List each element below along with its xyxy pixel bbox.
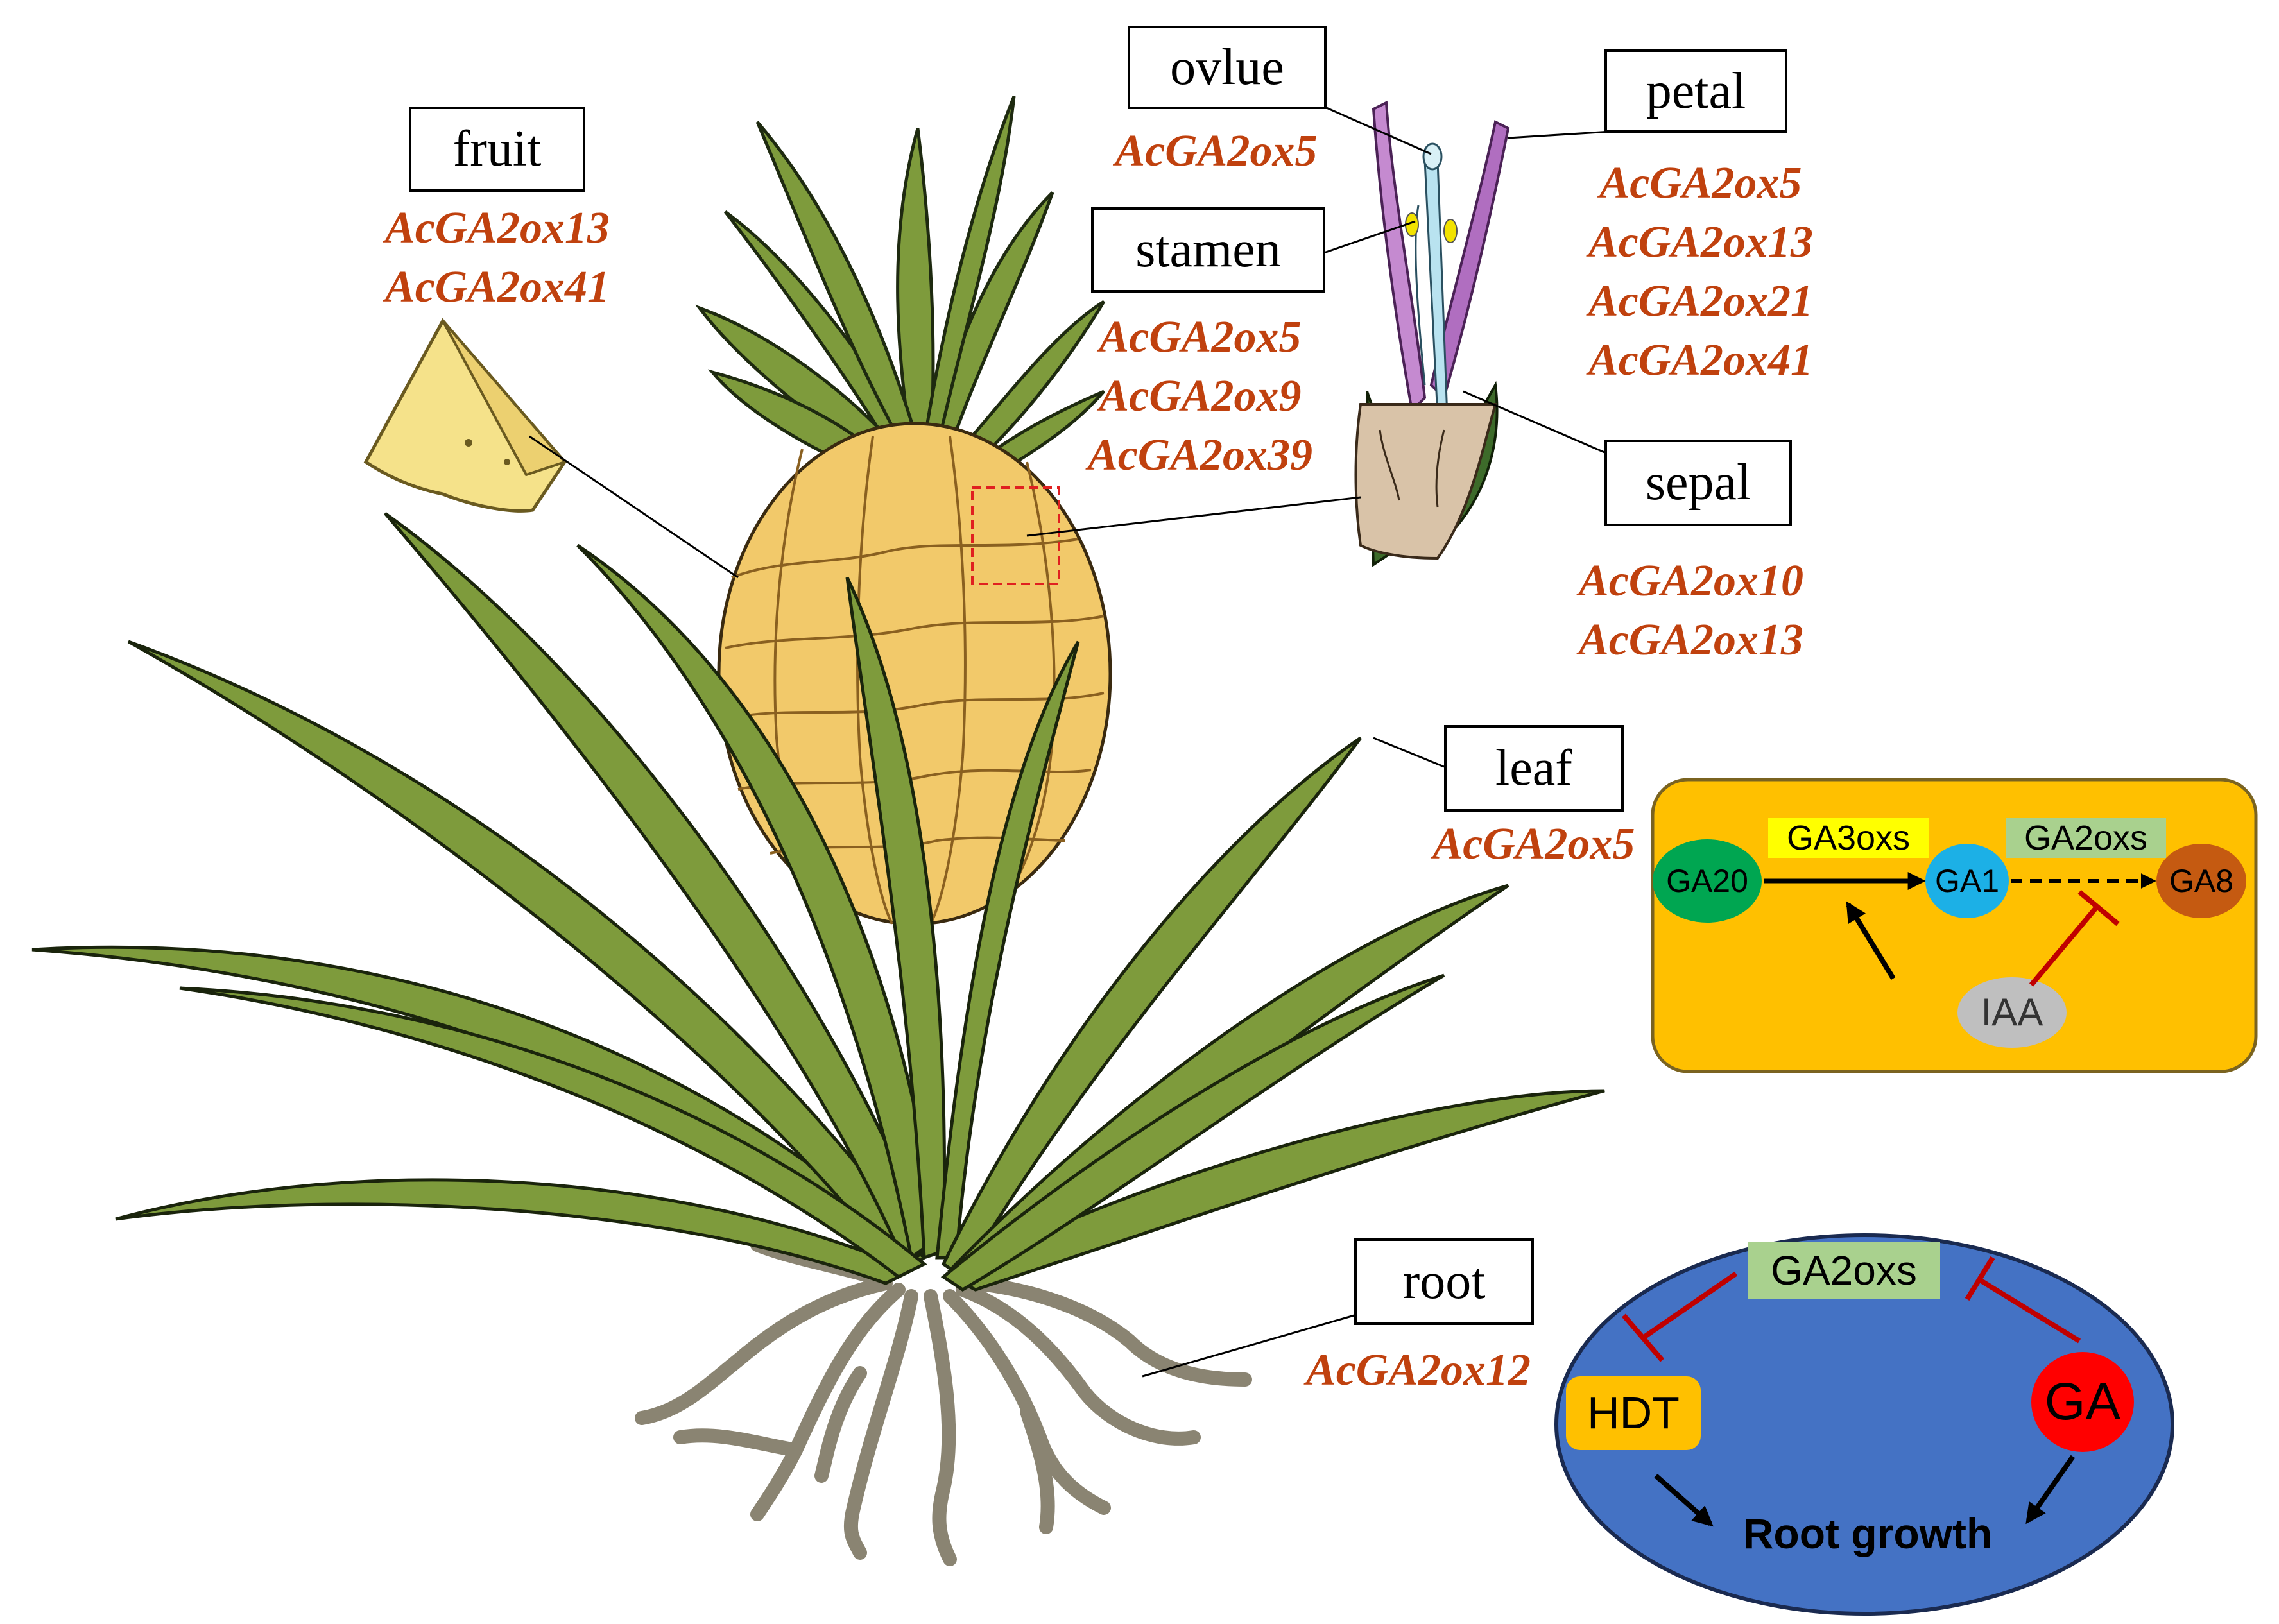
roots bbox=[635, 1238, 1252, 1566]
zoom-box bbox=[971, 486, 1060, 585]
ga-inhibit-ga2oxs-line bbox=[1978, 1278, 2081, 1344]
fruit-genes: AcGA2ox13 AcGA2ox41 bbox=[366, 199, 629, 317]
gene-name: AcGA2ox12 bbox=[1306, 1346, 1531, 1395]
ga2oxs-inhibit-hdt-line bbox=[1641, 1271, 1738, 1340]
iaa-inhibit-bar bbox=[2077, 889, 2120, 927]
ga8-node bbox=[2156, 844, 2246, 918]
ovlue-genes: AcGA2ox5 bbox=[1091, 122, 1341, 181]
hdt-text: HDT bbox=[1587, 1388, 1680, 1438]
fruit-slice bbox=[363, 318, 567, 513]
ga-node bbox=[2031, 1352, 2134, 1452]
iaa-to-ga1-arrow bbox=[1846, 901, 1896, 980]
leader-lines bbox=[529, 105, 1612, 1378]
leaf-label: leaf bbox=[1444, 725, 1624, 812]
ga20-node bbox=[1653, 839, 1762, 923]
sepal-label: sepal bbox=[1604, 440, 1792, 526]
iaa-inhibit-line bbox=[2029, 903, 2101, 987]
gene-name: AcGA2ox5 bbox=[1099, 312, 1302, 362]
gene-name: AcGA2ox39 bbox=[1088, 431, 1312, 480]
leaf-pathway-panel bbox=[1651, 778, 2258, 1073]
ga-inhibit-ga2oxs-bar bbox=[1965, 1256, 1995, 1301]
petal-label: petal bbox=[1604, 49, 1787, 133]
gene-name: AcGA2ox5 bbox=[1599, 158, 1802, 208]
ga20-text: GA20 bbox=[1666, 863, 1748, 899]
ga3oxs-badge bbox=[1768, 818, 1929, 858]
fruit-label: fruit bbox=[409, 107, 585, 192]
gene-name: AcGA2ox13 bbox=[1579, 615, 1803, 665]
ga-to-root-growth-arrow bbox=[2025, 1455, 2076, 1525]
gene-name: AcGA2ox21 bbox=[1588, 277, 1813, 326]
ovlue-label: ovlue bbox=[1128, 26, 1327, 109]
leaves bbox=[31, 511, 1605, 1292]
root-label: root bbox=[1354, 1238, 1534, 1325]
ga-text: GA bbox=[2044, 1372, 2121, 1431]
gene-name: AcGA2ox41 bbox=[385, 262, 610, 312]
ga8-text: GA8 bbox=[2169, 863, 2234, 899]
hdt-badge bbox=[1566, 1376, 1701, 1450]
gene-name: AcGA2ox5 bbox=[1115, 126, 1318, 176]
ga2oxs-badge-leaf bbox=[2006, 818, 2166, 858]
ga3oxs-text: GA3oxs bbox=[1786, 819, 1911, 857]
petal-genes: AcGA2ox5 AcGA2ox13 AcGA2ox21 AcGA2ox41 bbox=[1566, 154, 1836, 390]
sepal-genes: AcGA2ox10 AcGA2ox13 bbox=[1553, 552, 1829, 670]
iaa-text: IAA bbox=[1981, 991, 2043, 1034]
root-genes: AcGA2ox12 bbox=[1284, 1341, 1553, 1400]
leaf-genes: AcGA2ox5 bbox=[1412, 815, 1656, 874]
ga2oxs-root-text: GA2oxs bbox=[1771, 1247, 1917, 1294]
ga1-node bbox=[1925, 844, 2009, 918]
pineapple-crown bbox=[694, 96, 1106, 490]
root-growth-text: Root growth bbox=[1742, 1510, 1993, 1557]
gene-name: AcGA2ox5 bbox=[1432, 819, 1635, 869]
gene-name: AcGA2ox13 bbox=[1588, 218, 1813, 267]
flower bbox=[1354, 100, 1510, 567]
ga2oxs-inhibit-hdt-bar bbox=[1621, 1313, 1665, 1362]
ga1-text: GA1 bbox=[1934, 863, 2000, 899]
stamen-label: stamen bbox=[1091, 207, 1325, 293]
stamen-genes: AcGA2ox5 AcGA2ox9 AcGA2ox39 bbox=[1065, 308, 1335, 485]
gene-name: AcGA2ox9 bbox=[1099, 372, 1302, 421]
gene-name: AcGA2ox13 bbox=[385, 203, 610, 253]
hdt-to-root-growth-arrow bbox=[1654, 1474, 1714, 1527]
gene-name: AcGA2ox41 bbox=[1588, 336, 1813, 385]
gene-name: AcGA2ox10 bbox=[1579, 556, 1803, 606]
iaa-node bbox=[1957, 977, 2067, 1048]
root-pathway-panel bbox=[1554, 1233, 2174, 1616]
ga2oxs-badge-root bbox=[1748, 1242, 1940, 1299]
ga2oxs-leaf-text: GA2oxs bbox=[2024, 819, 2148, 857]
